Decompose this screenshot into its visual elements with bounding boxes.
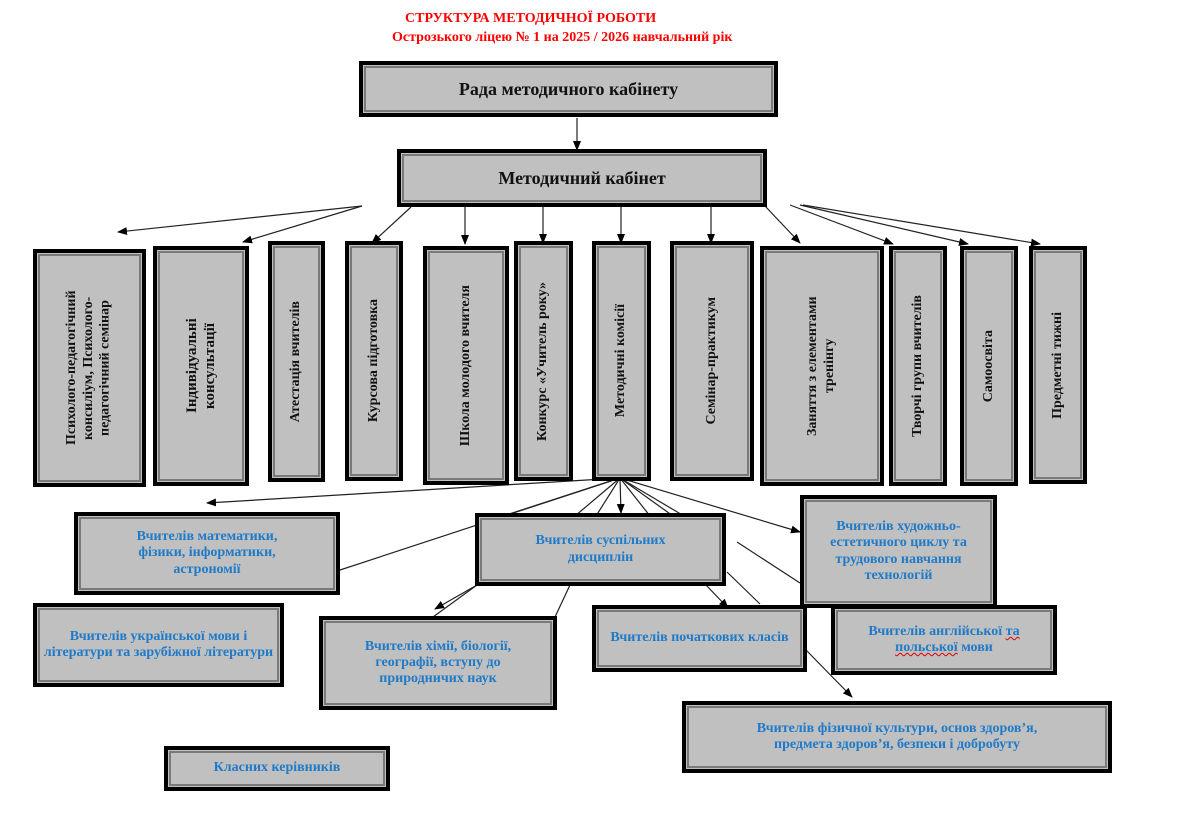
- arrow-to-primary: [705, 584, 729, 609]
- form-box-seminar-workshop: Семінар-практикум: [670, 241, 754, 481]
- arrow-to-form-1: [117, 205, 363, 236]
- commission-label: Вчителів хімії, біології, географії, вст…: [364, 638, 512, 687]
- commission-label: Вчителів фізичної культури, основ здоров…: [756, 720, 1038, 752]
- form-box-young-teacher-school: Школа молодого вчителя: [423, 246, 509, 485]
- commission-label: Вчителів математики, фізики, інформатики…: [136, 529, 278, 577]
- commission-math: Вчителів математики, фізики, інформатики…: [74, 512, 340, 595]
- form-label: Самоосвіта: [980, 329, 996, 403]
- form-label: Конкурс «Учитель року»: [535, 281, 551, 441]
- commission-label: Вчителів художньо-естетичного циклу та т…: [830, 519, 967, 583]
- arrow-to-form-4: [371, 206, 412, 244]
- commission-arts: Вчителів художньо-естетичного циклу та т…: [800, 495, 997, 608]
- form-box-subject-weeks: Предметні тижні: [1029, 246, 1087, 484]
- arrow-to-form-10: [789, 204, 894, 245]
- arrow-to-pe: [805, 649, 853, 698]
- commission-social: Вчителів суспільних дисциплін: [475, 513, 726, 586]
- commission-label: Вчителів суспільних дисциплін: [535, 533, 666, 565]
- form-label: Індивідуальні консультації: [184, 318, 218, 414]
- form-label: Психолого-педагогічний консиліум, Психол…: [64, 290, 113, 446]
- form-box-course-training: Курсова підготовка: [345, 241, 403, 481]
- form-box-attestation: Атестація вчителів: [268, 241, 325, 482]
- commission-science: Вчителів хімії, біології, географії, вст…: [319, 616, 557, 710]
- form-label: Предметні тижні: [1049, 311, 1065, 419]
- arrow-to-form-12: [802, 204, 1041, 247]
- diagram-subtitle: Острозького ліцею № 1 на 2025 / 2026 нав…: [392, 30, 733, 45]
- form-box-individual-consultations: Індивідуальні консультації: [153, 246, 249, 486]
- commission-pe: Вчителів фізичної культури, основ здоров…: [682, 701, 1112, 773]
- arrow-to-arts: [619, 477, 801, 534]
- form-label: Семінар-практикум: [703, 297, 719, 425]
- commission-ukrainian: Вчителів української мови і літератури т…: [33, 603, 284, 687]
- form-box-creative-groups: Творчі групи вчителів: [889, 246, 947, 486]
- diagram-title: СТРУКТУРА МЕТОДИЧНОЇ РОБОТИ: [405, 11, 657, 26]
- form-label: Школа молодого вчителя: [457, 284, 473, 447]
- cabinet-box: Методичний кабінет: [397, 149, 767, 207]
- form-label: Творчі групи вчителів: [909, 295, 925, 437]
- form-box-teacher-of-year: Конкурс «Учитель року»: [514, 241, 573, 481]
- arrow-to-science: [434, 584, 478, 610]
- form-label: Курсова підготовка: [365, 299, 381, 423]
- cabinet-label: Методичний кабінет: [498, 167, 666, 188]
- council-label: Рада методичного кабінету: [458, 78, 679, 99]
- form-label: Методичні комісії: [613, 304, 629, 418]
- form-label: Заняття з елементами тренінгу: [805, 296, 837, 436]
- arrow-to-math: [206, 477, 621, 507]
- arrow-to-social: [616, 477, 625, 514]
- commission-primary: Вчителів початкових класів: [592, 605, 807, 672]
- form-box-training-sessions: Заняття з елементами тренінгу: [760, 246, 884, 486]
- form-box-methodical-commissions: Методичні комісії: [592, 241, 651, 481]
- commission-label: Вчителів початкових класів: [610, 630, 789, 646]
- commission-homeroom: Класних керівників: [164, 746, 390, 791]
- form-label: Атестація вчителів: [288, 300, 304, 423]
- form-box-psychological: Психолого-педагогічний консиліум, Психол…: [33, 249, 146, 487]
- form-box-self-education: Самоосвіта: [960, 246, 1018, 486]
- commission-label: Класних керівників: [213, 760, 341, 776]
- commission-label: Вчителів української мови і літератури т…: [43, 628, 274, 660]
- arrow-to-form-11: [799, 204, 969, 246]
- arrow-to-form-9: [764, 205, 801, 244]
- arrow-to-form-2: [242, 205, 363, 244]
- council-box: Рада методичного кабінету: [359, 61, 778, 117]
